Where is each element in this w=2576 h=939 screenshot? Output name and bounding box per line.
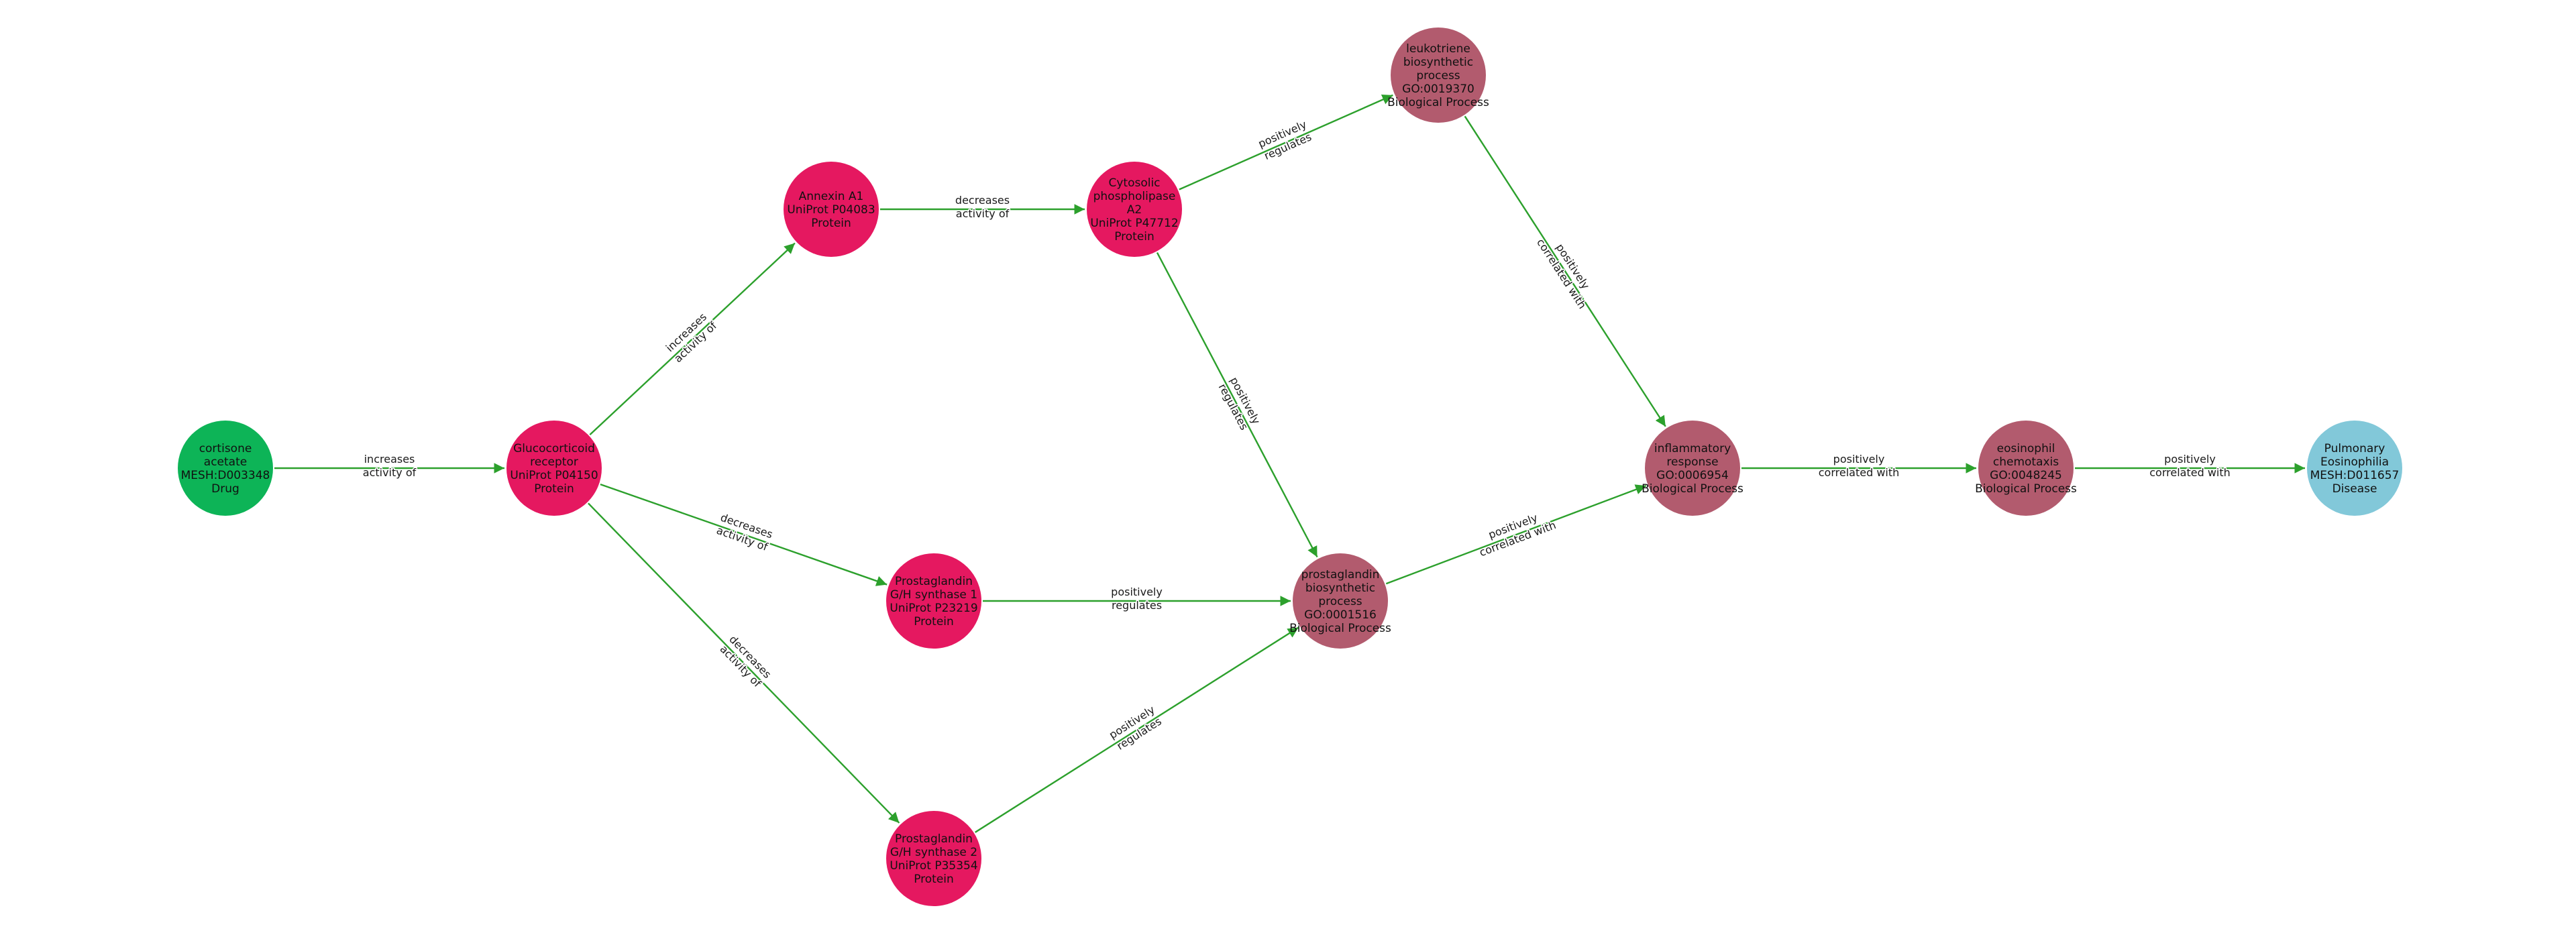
edge-glucocorticoid-receptor--annexin-a1: increasesactivity of (589, 242, 796, 436)
edge-arrow-line (1156, 252, 1318, 558)
node-circle-biologicalprocess[interactable] (1391, 27, 1486, 123)
node-circle-protein[interactable] (886, 553, 981, 649)
edge-label-line: increases (364, 453, 415, 465)
edge-prostaglandin-biosynthetic-process--inflammatory-response: positivelycorrelated with (1385, 484, 1647, 585)
edge-arrow-line (1464, 115, 1666, 427)
node-circle-biologicalprocess[interactable] (1978, 421, 2074, 516)
edge-cytosolic-phospholipase-a2--prostaglandin-biosynthetic-process: positivelyregulates (1156, 252, 1318, 558)
edge-label: positivelyregulates (1256, 118, 1314, 163)
edge-arrow-line (588, 502, 900, 824)
edge-label-line: positively (1833, 453, 1885, 465)
node-circle-protein[interactable] (506, 421, 602, 516)
node-circle-protein[interactable] (784, 162, 879, 257)
node-circle-protein[interactable] (886, 811, 981, 906)
edge-label-line: positively (1111, 586, 1163, 598)
edge-label-line: activity of (363, 466, 417, 479)
node-circle-drug[interactable] (178, 421, 273, 516)
edge-label: decreasesactivity of (717, 633, 774, 690)
edge-arrow-line (1385, 484, 1647, 585)
edge-label-line: correlated with (2149, 466, 2231, 479)
edge-label-line: regulates (1112, 599, 1162, 612)
edge-label: increasesactivity of (662, 309, 719, 365)
node-circle-disease[interactable] (2307, 421, 2402, 516)
edge-arrow-line (600, 483, 888, 586)
node-circle-biologicalprocess[interactable] (1645, 421, 1740, 516)
edge-label-line: correlated with (1819, 466, 1900, 479)
edge-leukotriene-biosynthetic-process--inflammatory-response: positivelycorrelated with (1464, 115, 1666, 427)
edge-arrow-line (589, 242, 796, 436)
edge-prostaglandin-gh-synthase-2--prostaglandin-biosynthetic-process: positivelyregulates (975, 626, 1299, 833)
edge-label: decreasesactivity of (714, 511, 775, 554)
edge-arrow-line (1179, 94, 1393, 190)
edge-glucocorticoid-receptor--prostaglandin-gh-synthase-1: decreasesactivity of (600, 483, 888, 586)
edge-label-line: decreases (955, 194, 1010, 207)
edge-cytosolic-phospholipase-a2--leukotriene-biosynthetic-process: positivelyregulates (1179, 94, 1393, 190)
edge-label: positivelycorrelated with (1473, 506, 1558, 559)
edge-glucocorticoid-receptor--prostaglandin-gh-synthase-2: decreasesactivity of (588, 502, 900, 824)
edge-arrow-line (975, 626, 1299, 833)
edge-label-line: positively (2164, 453, 2216, 465)
edge-label: positivelyregulates (1107, 703, 1165, 753)
node-circle-biologicalprocess[interactable] (1293, 553, 1388, 649)
edge-label: positivelyregulates (1216, 375, 1263, 433)
node-circle-protein[interactable] (1087, 162, 1182, 257)
edge-label-line: activity of (956, 207, 1010, 220)
edge-label: positivelycorrelated with (1534, 229, 1600, 311)
